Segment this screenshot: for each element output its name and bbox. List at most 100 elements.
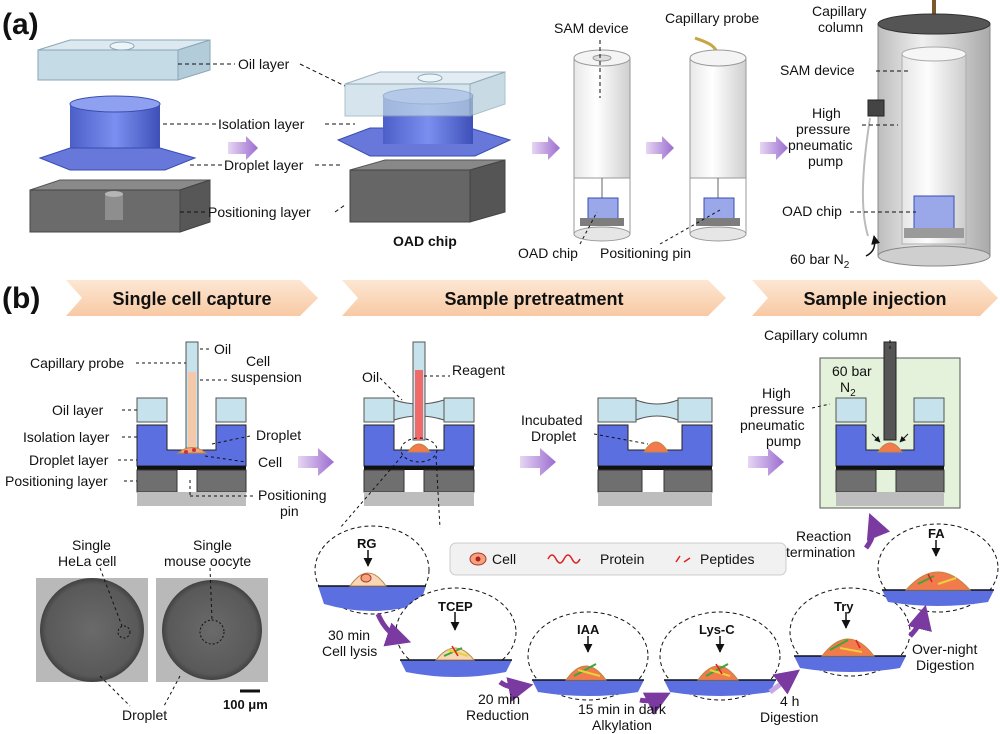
legend-protein: Protein [600,551,644,567]
zoom-guide [339,455,403,529]
inject-pump-label-4: pump [766,433,801,449]
note-overnight-2: Digestion [916,657,974,673]
assembled-oad-chip [336,71,512,223]
flow-arrow [298,448,334,476]
note-digestion-2: Digestion [760,709,818,725]
legend-peptides: Peptides [700,551,754,567]
step-arrow [639,692,671,716]
pump-label-3: pneumatic [788,137,853,153]
scale-bar-label: 100 μm [223,697,268,712]
pump-label-1: High [812,105,841,121]
note-digestion-1: 4 h [780,693,799,709]
legend-cell: Cell [492,551,516,567]
pretreat-oil-label: Oil [362,369,379,385]
reagent-tcep: TCEP [438,599,473,614]
note-lysis-1: 30 min [328,627,370,643]
capture-droplet-label: Droplet [256,427,301,443]
inject-bar-label: 60 bar [832,363,872,379]
capture-leaders [118,348,254,497]
sam-device-with-probe [689,36,747,242]
capture-positioning-layer-label: Positioning layer [5,473,108,489]
capture-positioning-pin-label-1: Positioning [258,487,327,503]
flow-arrow [228,136,258,160]
flow-arrow [760,136,788,160]
reaction-droplet-iaa [527,611,649,701]
full-assembly [861,0,991,267]
positioning-pin-label: Positioning pin [600,245,691,261]
pressure-arrow [865,235,880,257]
note-lysis-2: Cell lysis [322,643,377,659]
reagent-lysc: Lys-C [699,622,735,637]
reaction-droplet-try [789,587,911,677]
inject-cross-section [819,341,961,509]
capillary-column-label: Capillary [812,3,866,19]
reagent-fa: FA [928,526,945,541]
reagent-try: Try [834,599,854,614]
inject-pump-label-3: pneumatic [740,417,805,433]
oocyte-label-2: mouse oocyte [164,553,251,569]
label-positioning-layer: Positioning layer [208,204,311,220]
termination-label-1: Reaction [796,528,851,544]
inject-n2-label: N2 [840,379,856,399]
note-overnight-1: Over-night [912,641,977,657]
micrographs [36,578,268,693]
panel-b-tag: (b) [2,282,40,315]
capture-isolation-layer-label: Isolation layer [23,429,110,445]
capture-cell-suspension-label-1: Cell [246,353,270,369]
flow-arrow [520,448,556,476]
step-sample-pretreatment: Sample pretreatment [444,289,623,309]
leader-line [379,377,403,401]
pretreat-cross-section-1 [363,341,475,506]
step-single-cell-capture: Single cell capture [112,289,271,309]
exploded-chip [29,39,211,233]
reaction-droplet-fa [877,523,999,613]
flow-arrow [532,136,560,160]
micro-droplet-label: Droplet [122,707,167,723]
capture-oil-layer-label: Oil layer [52,402,104,418]
oocyte-label-1: Single [193,537,232,553]
zoom-guide [435,455,441,529]
pump-label-2: pressure [796,121,851,137]
capture-cell-suspension-label-2: suspension [231,369,302,385]
sam-device-label: SAM device [554,20,629,36]
step-banners [66,280,998,316]
note-reduction-1: 20 min [478,691,520,707]
exploded-labels [163,63,355,213]
inject-pump-label-1: High [762,385,791,401]
reaction-droplet-rg [314,525,430,615]
label-isolation-layer: Isolation layer [218,116,305,132]
note-alkylation-2: Alkylation [592,717,652,733]
termination-label-2: termination [786,544,855,560]
inject-pump-label-2: pressure [750,401,805,417]
reaction-droplet-lysc [659,611,781,701]
step-arrow [768,669,800,695]
pump-label-4: pump [808,153,843,169]
oad-chip-caption: OAD chip [393,233,457,249]
capillary-column-label-2: column [818,19,863,35]
reagent-iaa: IAA [577,622,600,637]
pressure-label: 60 bar N2 [790,251,850,271]
capture-droplet-layer-label: Droplet layer [29,452,109,468]
reagent-rg: RG [357,536,377,551]
note-reduction-2: Reduction [466,707,529,723]
pretreat-cross-section-2 [597,397,713,506]
leader-line [99,567,123,627]
inject-capillary-column-label: Capillary column [764,327,867,343]
capture-cell-label: Cell [258,454,282,470]
sam-device-label-2: SAM device [780,62,855,78]
flow-arrow [646,136,674,160]
hela-label-1: Single [72,537,111,553]
capture-capillary-probe-label: Capillary probe [30,355,124,371]
step-arrow [375,612,412,647]
step-arrow [907,604,932,638]
step-sample-injection: Sample injection [803,289,946,309]
termination-arrow [863,513,891,550]
panel-a-tag: (a) [2,8,39,41]
incubated-label-2: Droplet [531,428,576,444]
leader-line [99,675,131,707]
capture-positioning-pin-label-2: pin [280,503,299,519]
sam-device [573,49,631,242]
hela-label-2: HeLa cell [58,553,116,569]
capture-cross-section [136,341,247,506]
